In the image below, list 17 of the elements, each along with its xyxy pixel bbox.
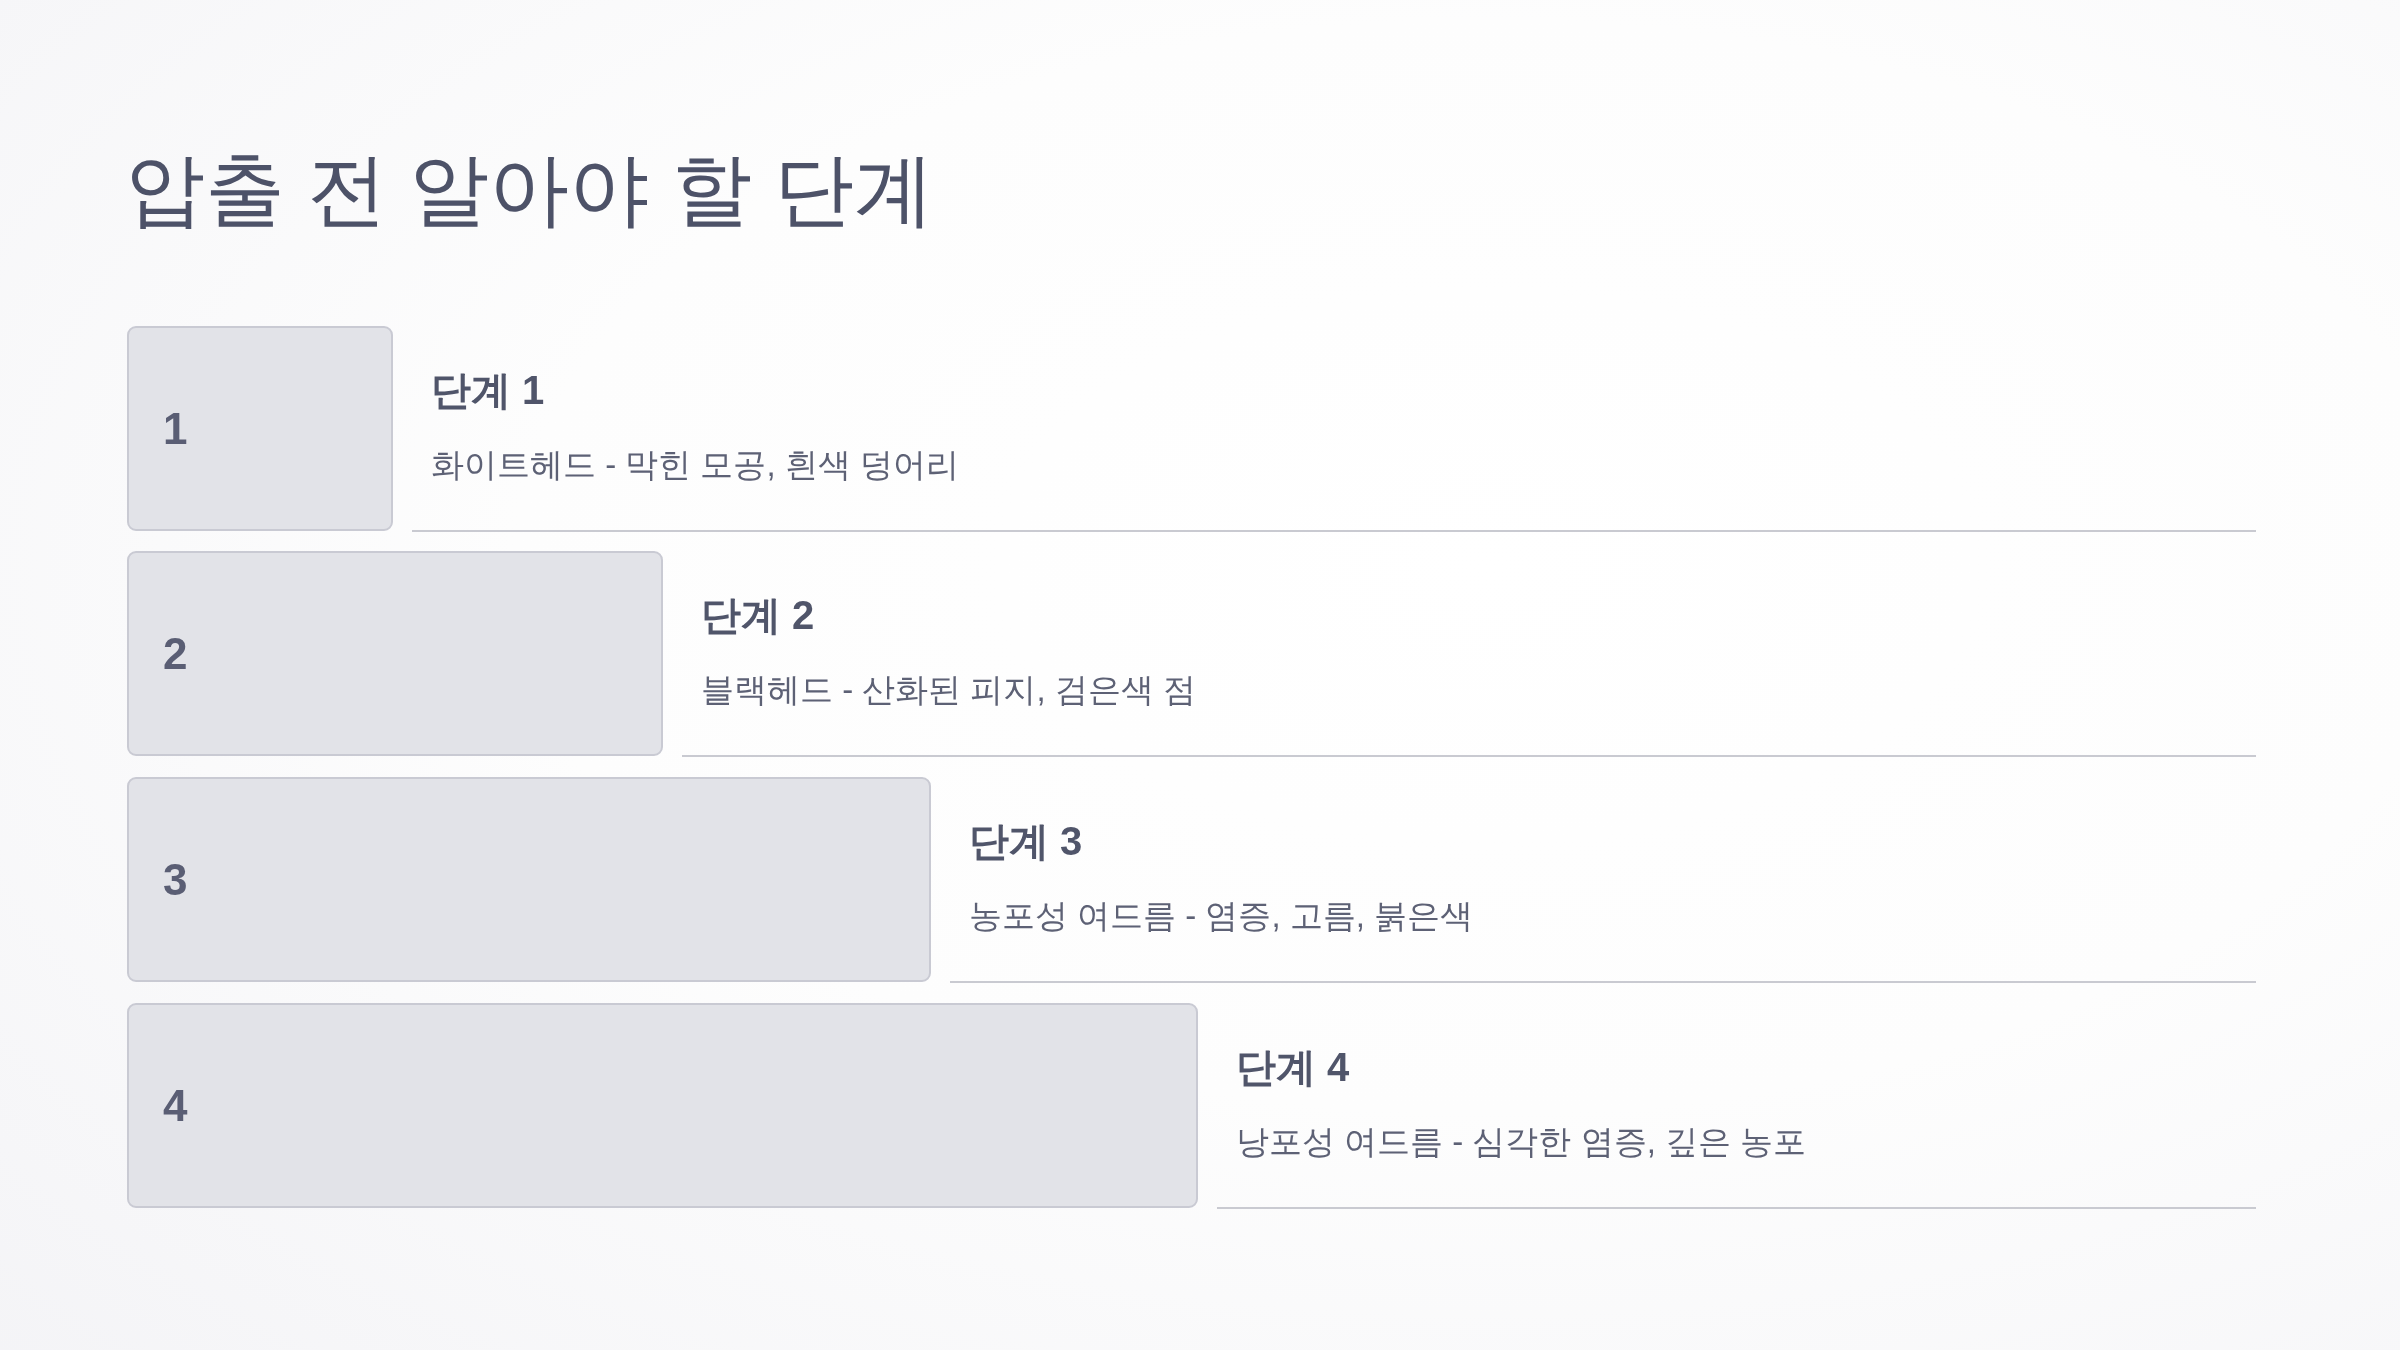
step-description: 농포성 여드름 - 염증, 고름, 붉은색 xyxy=(969,896,1474,936)
step-description: 블랙헤드 - 산화된 피지, 검은색 점 xyxy=(701,670,1196,710)
step-box xyxy=(127,551,663,756)
step-box xyxy=(127,1003,1198,1208)
step-heading: 단계 1 xyxy=(431,367,545,414)
step-number: 1 xyxy=(163,406,188,451)
step-number: 4 xyxy=(163,1083,188,1128)
step-heading: 단계 4 xyxy=(1236,1044,1350,1091)
step-heading: 단계 2 xyxy=(701,592,815,639)
step-description: 화이트헤드 - 막힌 모공, 흰색 덩어리 xyxy=(431,445,959,485)
step-number: 3 xyxy=(163,857,188,902)
title: 압출 전 알아야 할 단계 xyxy=(125,144,934,236)
step-heading: 단계 3 xyxy=(969,818,1083,865)
step-description: 낭포성 여드름 - 심각한 염증, 깊은 농포 xyxy=(1236,1122,1807,1162)
step-box xyxy=(127,326,393,531)
step-box xyxy=(127,777,931,982)
step-number: 2 xyxy=(163,631,188,676)
